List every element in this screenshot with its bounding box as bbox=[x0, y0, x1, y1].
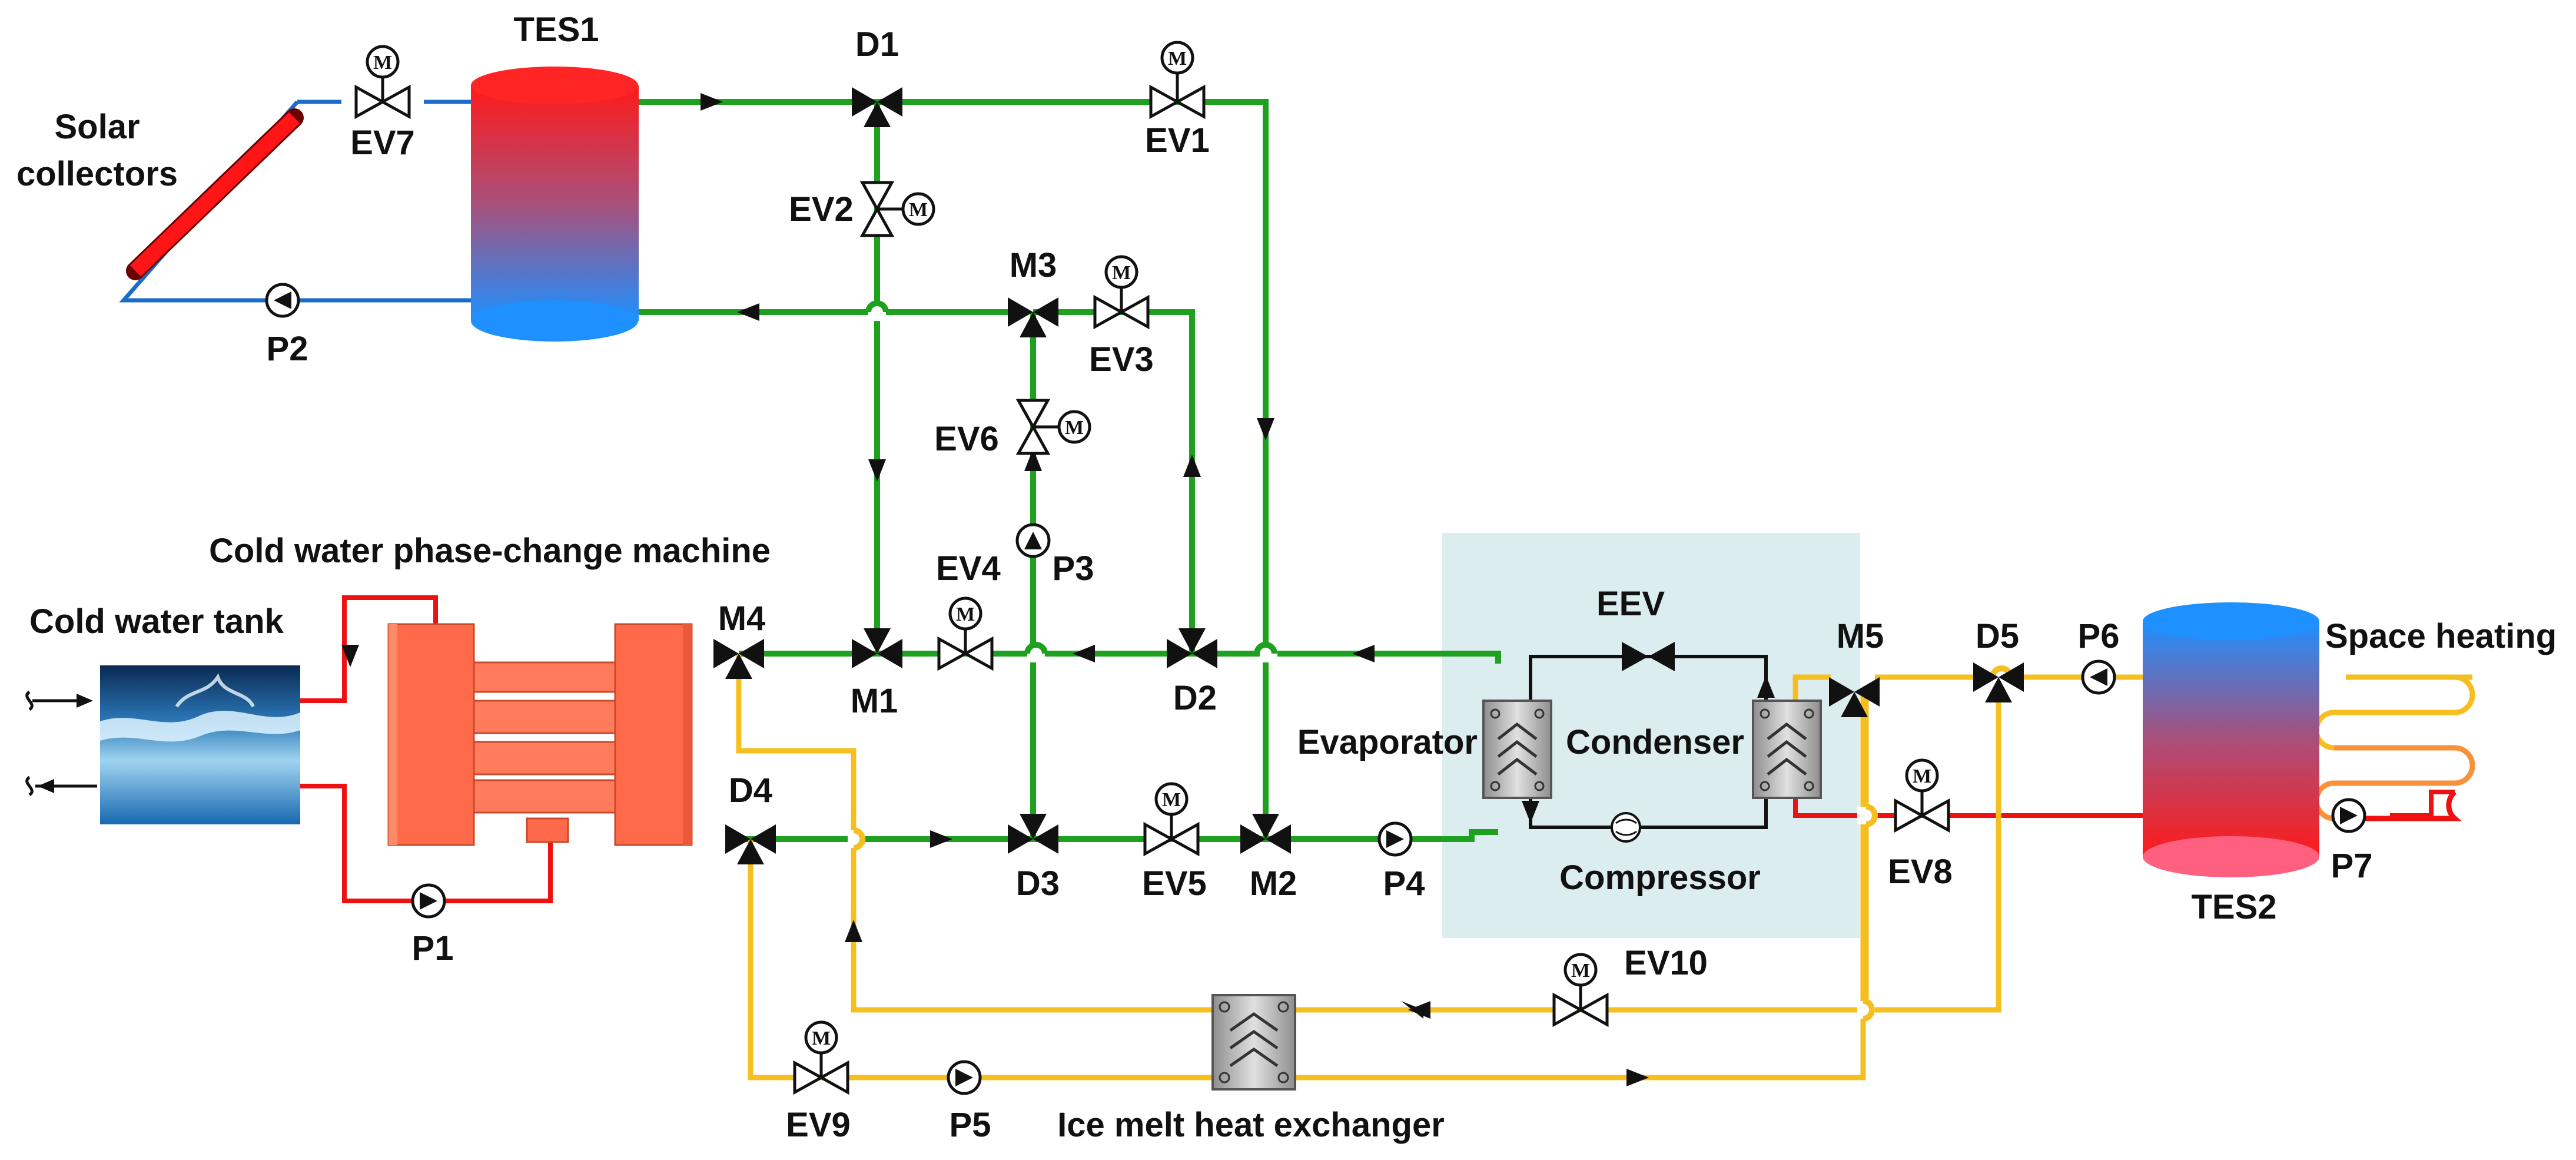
motor-valve-icon[interactable]: M bbox=[1149, 41, 1206, 120]
ev7-label: EV7 bbox=[350, 124, 415, 162]
m5-label: M5 bbox=[1837, 617, 1884, 655]
tes1-label: TES1 bbox=[513, 11, 599, 49]
solar-collectors-label: collectors bbox=[16, 155, 178, 193]
motor-valve-icon[interactable]: M bbox=[1552, 953, 1609, 1028]
ice-melt-hx-label: Ice melt heat exchanger bbox=[1057, 1106, 1445, 1144]
motor-valve-icon[interactable]: M bbox=[354, 45, 411, 120]
compressor-icon bbox=[1611, 812, 1641, 843]
p7-label: P7 bbox=[2331, 847, 2373, 885]
pump-icon[interactable] bbox=[947, 1060, 982, 1095]
three-way-valve-icon[interactable] bbox=[1167, 628, 1217, 668]
svg-text:M: M bbox=[1162, 789, 1181, 811]
motor-valve-icon[interactable]: M bbox=[1143, 782, 1200, 857]
ev2-label: EV2 bbox=[789, 190, 854, 228]
solar-collectors-label: Solar bbox=[54, 108, 140, 146]
pump-icon[interactable] bbox=[2081, 659, 2116, 695]
d2-label: D2 bbox=[1173, 679, 1217, 717]
svg-text:M: M bbox=[956, 604, 975, 625]
heat-exchanger-icon bbox=[1752, 700, 1822, 799]
pump-icon[interactable] bbox=[2331, 798, 2366, 833]
eev-valve-icon[interactable] bbox=[1622, 642, 1675, 671]
motor-valve-icon[interactable]: M bbox=[1093, 255, 1150, 330]
m1-label: M1 bbox=[851, 682, 898, 720]
pcm-machine-label: Cold water phase-change machine bbox=[209, 532, 771, 570]
tank-connections bbox=[25, 690, 97, 797]
p6-label: P6 bbox=[2078, 617, 2120, 655]
svg-text:M: M bbox=[1065, 417, 1084, 439]
pump-icon[interactable] bbox=[411, 883, 446, 919]
three-way-valve-icon[interactable] bbox=[725, 824, 776, 864]
pump-icon[interactable] bbox=[265, 283, 300, 318]
ice-loop-arrow bbox=[1408, 1001, 1430, 1019]
radiant-coil-icon bbox=[2313, 674, 2475, 821]
motor-valve-icon[interactable]: M bbox=[1894, 758, 1950, 833]
m4-label: M4 bbox=[718, 599, 766, 638]
ev8-label: EV8 bbox=[1888, 853, 1953, 891]
three-way-valve-icon[interactable] bbox=[713, 639, 764, 679]
solar-loop bbox=[119, 100, 471, 303]
three-way-valve-icon[interactable] bbox=[1240, 814, 1291, 854]
three-way-valve-icon[interactable] bbox=[1973, 662, 2024, 702]
eev-label: EEV bbox=[1596, 585, 1665, 623]
three-way-valve-icon[interactable] bbox=[852, 628, 902, 668]
three-way-valve-icon[interactable] bbox=[1829, 677, 1880, 717]
d5-label: D5 bbox=[1976, 617, 2019, 655]
ev4-label: EV4 bbox=[936, 549, 1001, 588]
svg-text:M: M bbox=[1112, 262, 1131, 284]
ev10-label: EV10 bbox=[1624, 944, 1708, 982]
m2-label: M2 bbox=[1250, 864, 1297, 903]
ev5-label: EV5 bbox=[1142, 864, 1207, 903]
ev3-label: EV3 bbox=[1089, 340, 1154, 379]
svg-text:M: M bbox=[373, 52, 392, 74]
motor-valve-icon[interactable]: M bbox=[859, 181, 935, 237]
heat-exchanger-icon bbox=[1482, 700, 1552, 799]
p1-label: P1 bbox=[412, 929, 454, 967]
evaporator-label: Evaporator bbox=[1297, 723, 1478, 761]
condenser-label: Condenser bbox=[1566, 723, 1744, 761]
svg-text:M: M bbox=[1571, 960, 1590, 982]
svg-text:M: M bbox=[1168, 48, 1187, 69]
tes2-tank-icon bbox=[2143, 602, 2319, 877]
compressor-label: Compressor bbox=[1559, 859, 1761, 897]
pump-icon[interactable] bbox=[1015, 523, 1051, 558]
p3-label: P3 bbox=[1053, 549, 1094, 588]
three-way-valves bbox=[713, 87, 2024, 864]
motor-valves: M M M M M bbox=[354, 41, 1950, 1095]
p2-label: P2 bbox=[267, 330, 308, 368]
pump-icon[interactable] bbox=[1377, 821, 1413, 857]
three-way-valve-icon[interactable] bbox=[852, 87, 902, 127]
tes1-tank-icon bbox=[471, 67, 639, 342]
space-heating-label: Space heating bbox=[2325, 617, 2557, 655]
svg-text:M: M bbox=[812, 1028, 831, 1049]
three-way-valve-icon[interactable] bbox=[1008, 297, 1058, 337]
d4-label: D4 bbox=[729, 771, 772, 810]
labels: TES1 Solar collectors EV7 P2 D1 EV1 EV2 … bbox=[16, 11, 2557, 1144]
svg-text:M: M bbox=[909, 199, 928, 221]
tes2-label: TES2 bbox=[2191, 888, 2276, 926]
motor-valve-icon[interactable]: M bbox=[793, 1020, 849, 1095]
motor-valve-icon[interactable]: M bbox=[1015, 399, 1091, 455]
heat-exchanger-icon bbox=[1211, 994, 1296, 1091]
ev6-label: EV6 bbox=[934, 420, 999, 458]
water-tank-icon bbox=[100, 665, 300, 824]
ev9-label: EV9 bbox=[786, 1106, 851, 1144]
m3-label: M3 bbox=[1010, 246, 1057, 284]
p4-label: P4 bbox=[1383, 864, 1425, 903]
pumps bbox=[265, 283, 2366, 1095]
d3-label: D3 bbox=[1016, 864, 1060, 903]
cold-water-tank-label: Cold water tank bbox=[29, 602, 284, 641]
d1-label: D1 bbox=[855, 25, 899, 64]
ev1-label: EV1 bbox=[1145, 121, 1210, 160]
solar-panel-icon bbox=[126, 108, 304, 280]
motor-valve-icon[interactable]: M bbox=[937, 596, 994, 671]
flow-arrows bbox=[341, 93, 1775, 1086]
pcm-machine-icon bbox=[387, 623, 693, 846]
p5-label: P5 bbox=[950, 1106, 991, 1144]
red-pipes bbox=[300, 595, 2455, 903]
three-way-valve-icon[interactable] bbox=[1008, 814, 1058, 854]
svg-text:M: M bbox=[1913, 765, 1931, 787]
